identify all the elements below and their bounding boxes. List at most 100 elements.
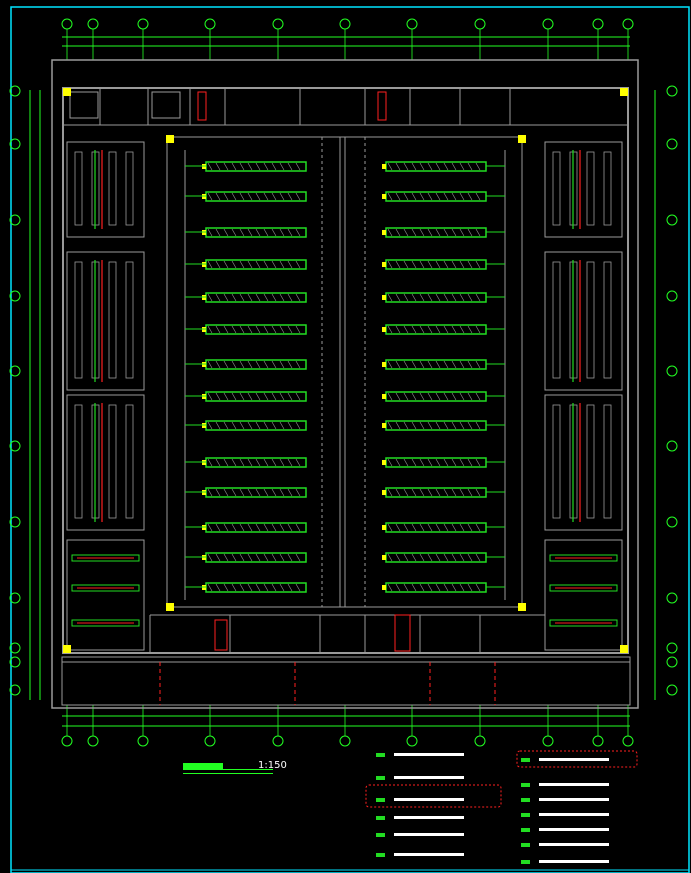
cabinet-row — [74, 151, 83, 226]
cabinet-row — [586, 404, 595, 519]
rack-unit — [255, 325, 261, 334]
rack-unit — [223, 293, 229, 302]
rack-unit — [475, 392, 481, 401]
rack-unit — [231, 458, 237, 467]
rack-unit — [207, 392, 213, 401]
rack-unit — [231, 293, 237, 302]
rack-unit — [419, 421, 425, 430]
rack-unit — [263, 583, 269, 592]
rack-unit — [403, 523, 409, 532]
rack-unit — [403, 192, 409, 201]
rack-unit — [247, 392, 253, 401]
rack-end-marker — [382, 362, 386, 367]
rack-unit — [467, 488, 473, 497]
rack-unit — [475, 488, 481, 497]
rack-unit — [271, 392, 277, 401]
grid-axis-bubble — [542, 735, 554, 747]
rack-unit — [403, 325, 409, 334]
grid-axis-bubble — [9, 642, 21, 654]
rack-unit — [459, 392, 465, 401]
rack-unit — [239, 360, 245, 369]
rack-unit — [271, 488, 277, 497]
legend-symbol — [521, 843, 530, 847]
rack-unit — [247, 293, 253, 302]
rack-unit — [279, 421, 285, 430]
rack-unit — [435, 421, 441, 430]
riser — [197, 91, 207, 121]
rack-unit — [411, 583, 417, 592]
rack-unit — [215, 228, 221, 237]
rack-unit — [459, 360, 465, 369]
rack-unit — [279, 488, 285, 497]
rack-unit — [395, 553, 401, 562]
cabinet-row — [603, 261, 612, 379]
rack-unit — [279, 293, 285, 302]
drawing-title — [183, 763, 223, 769]
rack-unit — [467, 360, 473, 369]
rack-unit — [207, 192, 213, 201]
rack-unit — [231, 523, 237, 532]
rack-unit — [247, 488, 253, 497]
grid-axis-bubble — [272, 735, 284, 747]
rack-unit — [255, 583, 261, 592]
rack-unit — [475, 228, 481, 237]
legend-text — [394, 816, 464, 819]
grid-axis-bubble — [9, 365, 21, 377]
rack-unit — [247, 553, 253, 562]
rack-unit — [467, 260, 473, 269]
legend-text — [539, 758, 609, 761]
rack-unit — [247, 360, 253, 369]
legend-symbol — [521, 758, 530, 762]
grid-axis-bubble — [137, 735, 149, 747]
rack-unit — [271, 325, 277, 334]
rack-unit — [239, 325, 245, 334]
rack-unit — [403, 553, 409, 562]
rack-unit — [451, 523, 457, 532]
rack-unit — [207, 458, 213, 467]
rack-unit — [215, 583, 221, 592]
legend-text — [394, 853, 464, 856]
rack-unit — [419, 523, 425, 532]
rack-unit — [419, 488, 425, 497]
rack-unit — [403, 392, 409, 401]
rack-unit — [395, 228, 401, 237]
rack-unit — [247, 260, 253, 269]
rack-unit — [395, 360, 401, 369]
rack-unit — [475, 421, 481, 430]
rack-unit — [443, 192, 449, 201]
rack-unit — [443, 392, 449, 401]
rack-unit — [287, 192, 293, 201]
legend-symbol — [376, 816, 385, 820]
rack-unit — [443, 325, 449, 334]
rack-unit — [451, 360, 457, 369]
grid-axis-bubble — [9, 214, 21, 226]
rack-unit — [467, 421, 473, 430]
rack-unit — [295, 228, 301, 237]
rack-unit — [215, 553, 221, 562]
rack-unit — [231, 162, 237, 171]
legend-symbol — [521, 798, 530, 802]
rack-unit — [215, 392, 221, 401]
rack-unit — [247, 421, 253, 430]
rack-unit — [435, 360, 441, 369]
column-marker — [63, 88, 71, 96]
rack-unit — [451, 325, 457, 334]
rack-unit — [263, 192, 269, 201]
legend-symbol — [521, 860, 530, 864]
rack-unit — [223, 260, 229, 269]
rack-unit — [247, 583, 253, 592]
grid-axis-bubble — [592, 735, 604, 747]
rack-unit — [435, 583, 441, 592]
legend-text — [539, 783, 609, 786]
rack-unit — [411, 421, 417, 430]
rack-unit — [387, 488, 393, 497]
battery-room — [66, 539, 145, 651]
riser — [377, 91, 387, 121]
grid-axis-bubble — [474, 735, 486, 747]
cabinet-row — [552, 261, 561, 379]
cabinet-row — [125, 404, 134, 519]
rack-end-marker — [382, 490, 386, 495]
legend-text — [539, 813, 609, 816]
rack-unit — [427, 260, 433, 269]
rack-unit — [395, 192, 401, 201]
